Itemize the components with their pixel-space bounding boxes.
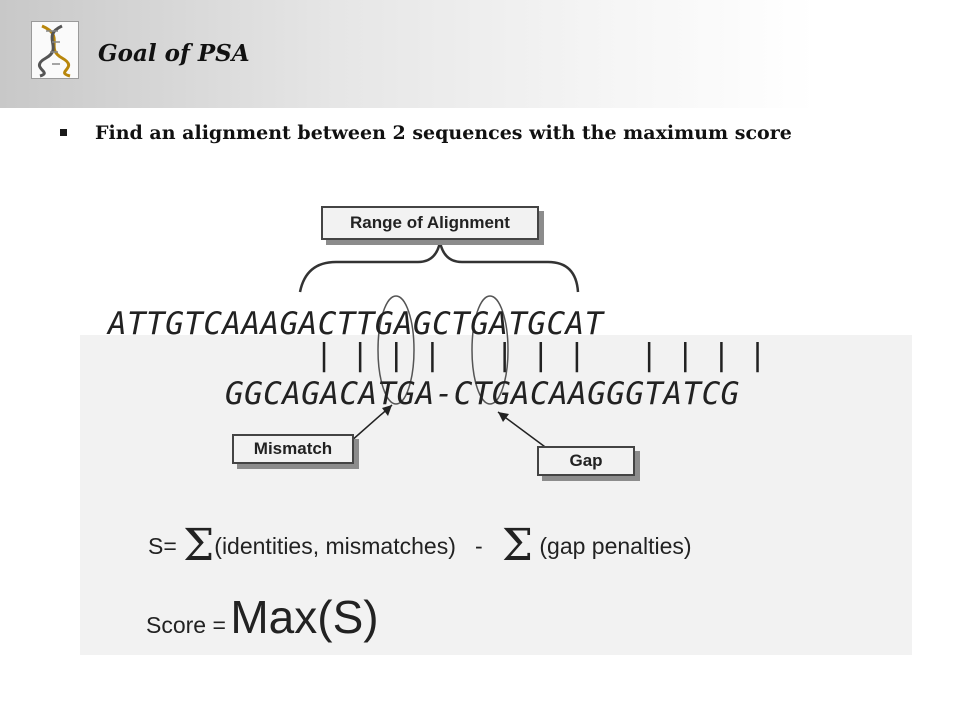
max-prefix: Score =	[146, 612, 226, 638]
gap-arrowhead	[498, 412, 509, 422]
score-identities: (identities, mismatches)	[214, 533, 456, 559]
max-score-formula: Score = Max(S)	[146, 590, 379, 644]
sequence-bottom: GGCAGACATGA-CTGACAAGGGTATCG	[225, 376, 740, 412]
square-bullet-icon	[60, 129, 67, 136]
dna-helix-icon	[31, 21, 79, 79]
bullet-text: Find an alignment between 2 sequences wi…	[95, 122, 792, 144]
header-band	[0, 0, 960, 108]
range-label: Range of Alignment	[321, 206, 539, 240]
figure-graphics	[80, 241, 912, 655]
score-gaps: (gap penalties)	[539, 533, 692, 559]
alignment-figure: Range of Alignment ATTGTCAAAGACTTGAGCTGA…	[80, 190, 912, 655]
range-brace	[298, 241, 580, 293]
gap-ellipse	[471, 295, 509, 405]
sequence-top: ATTGTCAAAGACTTGAGCTGATGCAT	[108, 306, 604, 342]
slide-title: Goal of PSA	[98, 40, 250, 67]
mismatch-label: Mismatch	[232, 434, 354, 464]
score-minus: -	[475, 533, 483, 559]
gap-label: Gap	[537, 446, 635, 476]
score-formula: S= Σ(identities, mismatches) - Σ (gap pe…	[148, 520, 692, 571]
score-prefix: S=	[148, 533, 177, 559]
match-bars: | | | | | | | | | | |	[315, 338, 767, 373]
sigma-symbol: Σ	[501, 520, 533, 571]
mismatch-arrowhead	[382, 405, 392, 416]
max-text: Max(S)	[230, 591, 379, 643]
figure-background	[80, 335, 912, 655]
mismatch-ellipse	[377, 295, 415, 405]
sigma-symbol: Σ	[183, 520, 215, 571]
